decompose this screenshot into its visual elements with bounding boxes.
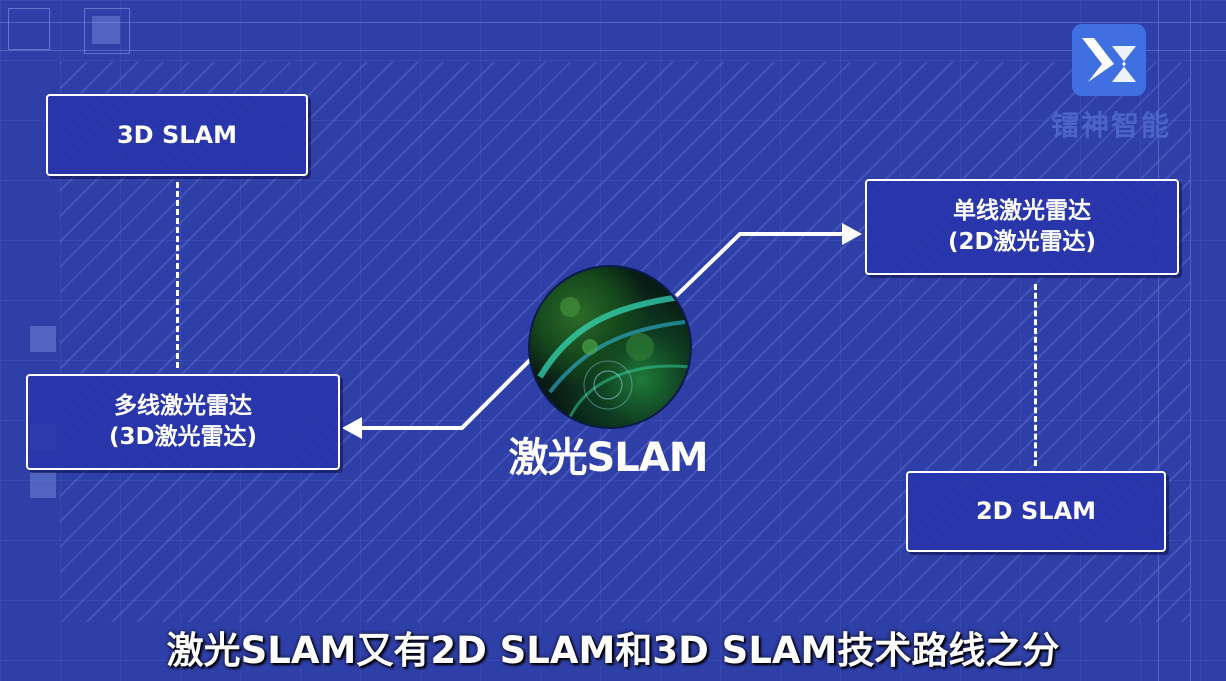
decor-square-left-1 [30,326,56,352]
arrowhead-right [842,223,862,245]
logo-text: 镭神智能 [1050,109,1171,142]
multi-line-lidar-label: 多线激光雷达 [114,392,252,419]
logo-icon [1072,24,1146,96]
center-label: 激光SLAM [508,435,708,481]
box-multi-line-lidar: 多线激光雷达 (3D激光雷达) [26,374,340,470]
frame-line-top-2 [0,50,1226,51]
multi-line-lidar-sublabel: (3D激光雷达) [108,424,258,450]
decor-square-left-3 [30,472,56,498]
box-3d-slam-label: 3D SLAM [116,120,237,149]
subtitle-caption: 激光SLAM又有2D SLAM和3D SLAM技术路线之分 [166,629,1060,672]
arrow-to-multi-line [362,358,532,430]
single-line-lidar-label: 单线激光雷达 [953,197,1091,224]
dashed-link-2d [1034,284,1037,466]
arrowhead-left [342,417,362,439]
arrow-to-single-line [674,232,842,298]
point-cloud-image [528,265,692,429]
frame-line-right-2 [1190,0,1191,681]
frame-line-top [0,22,1226,23]
decor-square-outline [8,8,50,50]
single-line-lidar-sublabel: (2D激光雷达) [947,229,1097,255]
decor-square-outline-2 [84,8,130,54]
frame-line-right [1158,0,1159,681]
box-single-line-lidar: 单线激光雷达 (2D激光雷达) [865,179,1179,275]
dashed-link-3d [176,182,179,368]
box-3d-slam: 3D SLAM [46,94,308,176]
box-2d-slam-label: 2D SLAM [975,497,1096,526]
decor-square [92,16,120,44]
box-2d-slam: 2D SLAM [906,471,1166,552]
